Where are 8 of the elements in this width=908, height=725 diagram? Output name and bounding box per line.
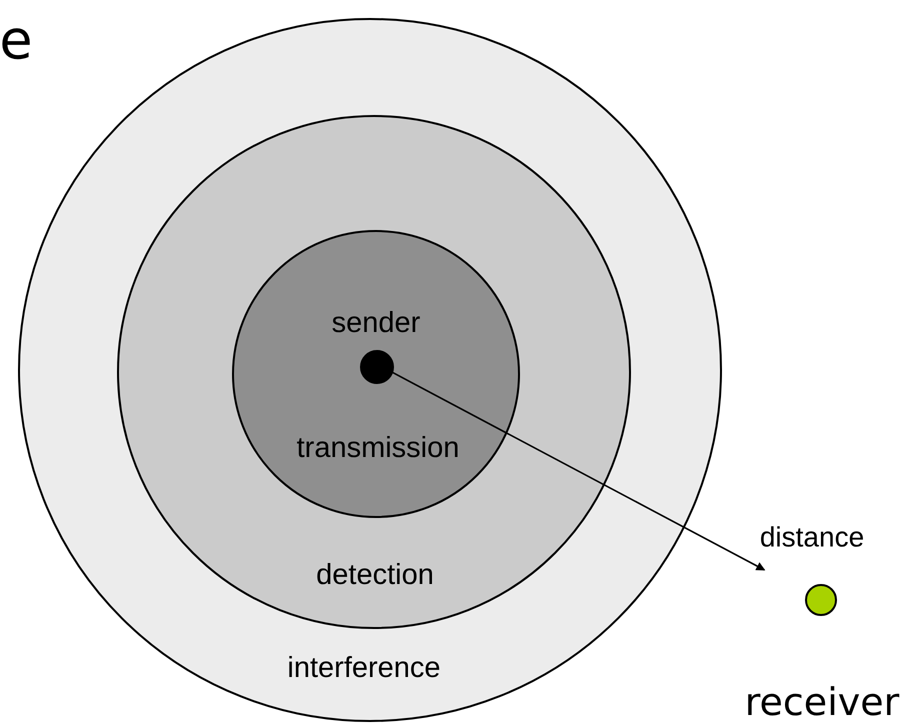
receiver-label: receiver	[744, 682, 900, 724]
zone-label: transmission	[296, 433, 460, 465]
receiver-dot	[805, 584, 837, 616]
cut-off-heading-text: e	[0, 10, 33, 70]
sender-label: sender	[332, 308, 420, 340]
zone-label: detection	[316, 560, 434, 592]
zone-label: interference	[287, 653, 441, 685]
sender-dot	[360, 350, 394, 384]
